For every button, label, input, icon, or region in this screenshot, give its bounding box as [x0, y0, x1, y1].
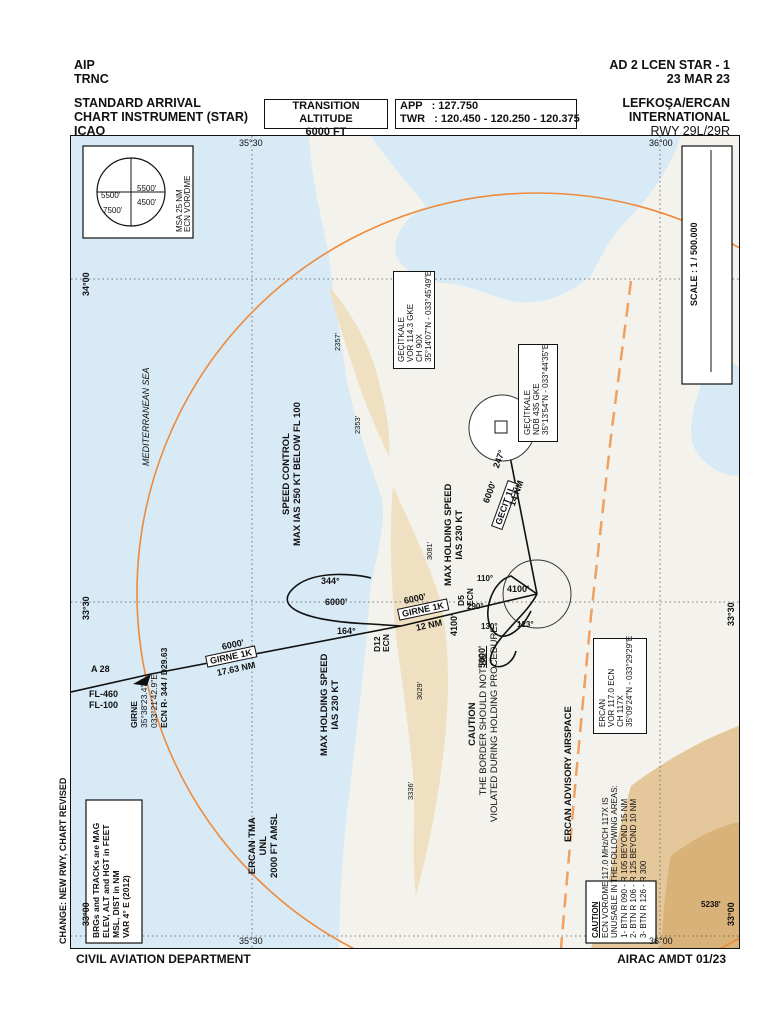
lat-33-label: 33°00 — [81, 902, 91, 926]
lon-36-label: 36°00 — [649, 138, 673, 148]
gecitkale-vor-box: GEÇİTKALE VOR 114.3 GKE CH 90X 35°14'07"… — [393, 271, 435, 369]
msa-label2: ECN VOR/DME — [183, 175, 192, 232]
lat-33-label-right: 33°00 — [726, 902, 736, 926]
caution-box-frame — [585, 880, 657, 944]
ercan-vor-name: ERCAN — [598, 698, 607, 727]
girne-fix-triangle — [133, 674, 151, 686]
gecitkale-vor-coords: 35°14'07"N - 033°45'49"E — [424, 270, 433, 362]
gecitkale-ndb-freq: NDB 435 GKE — [532, 383, 541, 435]
lat-3330-label: 33°30 — [81, 596, 91, 620]
fl-upper: FL-460 — [89, 689, 119, 699]
hold-alt-3: 4100' — [449, 613, 459, 636]
gecitkale-ndb-name: GEÇİTKALE — [523, 390, 532, 435]
gecitkale-vor-freq: VOR 114.3 GKE — [406, 303, 415, 362]
msa-diagram — [82, 145, 194, 239]
brg-123: 123° — [517, 620, 534, 629]
ercan-vor-freq: VOR 117.0 ECN — [607, 668, 616, 727]
spot-3029: 3029' — [415, 681, 424, 700]
scale-title: SCALE : 1 / 500.000 — [689, 222, 699, 306]
frequency-box: APP : 127.750 TWR : 120.450 - 120.250 - … — [395, 99, 580, 129]
hold-alt-2: 4100' — [507, 584, 530, 594]
ercan-tma: ERCAN TMA UNL 2000 FT AMSL — [247, 813, 280, 878]
notes-box-frame — [85, 799, 143, 944]
star-chart: 34°00 33°30 33°00 33°30 33°00 35°30 36°0… — [70, 135, 740, 949]
footer-right: AIRAC AMDT 01/23 — [617, 952, 726, 966]
brg-164: 164° — [337, 626, 356, 636]
msa-alt-ne: 5500' — [137, 184, 157, 193]
lon-3530-label: 35°30 — [239, 138, 263, 148]
sea-north — [371, 136, 681, 303]
girne-info: GIRNE 35°38'23.4"N 033°21'42.9"E ECN R- … — [129, 647, 169, 728]
caution-border: CAUTION THE BORDER SHOULD NOT BE VIOLATE… — [467, 626, 500, 822]
border-line — [559, 280, 633, 948]
brg-130: 130° — [481, 622, 498, 631]
gecitkale-vor-name: GEÇİTKALE — [397, 317, 406, 362]
max-holding-speed-2: MAX HOLDING SPEED IAS 230 KT — [319, 653, 341, 756]
sea-west — [71, 136, 384, 948]
terrain-ridge-south — [390, 486, 448, 896]
brg-290: 290° — [467, 602, 484, 611]
lon-36-label-bottom: 36°00 — [649, 936, 673, 946]
spot-3336: 3336' — [406, 781, 415, 800]
brg-344: 344° — [321, 576, 340, 586]
brg-110: 110° — [477, 574, 494, 583]
caution-box: CAUTION ECN VOR/DME 117.0 MHz/CH 117X IS… — [591, 785, 648, 938]
msa-alt-sw: 7500' — [103, 206, 123, 215]
max-holding-speed-1: MAX HOLDING SPEED IAS 230 KT — [443, 483, 465, 586]
ercan-vor-box: ERCAN VOR 117.0 ECN CH 117X 35°09'24"N -… — [593, 635, 647, 734]
hold-alt-1: 6000' — [325, 597, 348, 607]
ercan-vor-ch: CH 117X — [616, 695, 625, 727]
spot-3081: 3081' — [425, 541, 434, 560]
spot-2357: 2357' — [333, 332, 342, 351]
spot-2353: 2353' — [353, 415, 362, 434]
chart-type: STANDARD ARRIVAL CHART INSTRUMENT (STAR)… — [74, 96, 249, 138]
lat-3330-label-right: 33°30 — [726, 602, 736, 626]
notes-box: BRGs and TRACKs are MAG ELEV, ALT and HG… — [91, 822, 131, 938]
footer-left: CIVIL AVIATION DEPARTMENT — [76, 952, 251, 966]
sea-label: MEDITERRANEAN SEA — [141, 367, 151, 466]
spot-5238: 5238' — [701, 900, 721, 909]
speed-control: SPEED CONTROL MAX IAS 250 KT BELOW FL 10… — [281, 402, 303, 546]
msa-alt-se: 4500' — [137, 198, 157, 207]
ercan-vor-coords: 35°09'24"N - 033°29'29"E — [625, 635, 634, 727]
advisory-airspace: ERCAN ADVISORY AIRSPACE — [563, 706, 574, 842]
lon-3530-label-bottom: 35°30 — [239, 936, 263, 946]
terrain-ridge-north — [329, 286, 390, 456]
gecitkale-vor-ch: CH 90X — [415, 333, 424, 362]
gecitkale-ndb-box: GEÇİTKALE NDB 435 GKE 35°13'54"N - 033°4… — [518, 344, 558, 442]
ercan-vor-rose — [502, 559, 572, 629]
terrain-highland-inner — [661, 822, 739, 948]
fl-lower: FL-100 — [89, 700, 119, 710]
msa-alt-nw: 5500' — [101, 191, 121, 200]
change-note: CHANGE: NEW RWY, CHART REVISED — [58, 777, 68, 944]
airport-name: LEFKOŞA/ERCAN INTERNATIONAL RWY 29L/29R — [622, 96, 730, 138]
transition-altitude-box: TRANSITION ALTITUDE 6000 FT — [264, 99, 388, 138]
gecitkale-ndb-coords: 35°13'54"N - 033°44'35"E — [541, 343, 550, 435]
lat-34-label: 34°00 — [81, 272, 91, 296]
scale-box — [681, 145, 733, 385]
airway-label: A 28 — [91, 664, 110, 674]
tma-circle — [136, 192, 739, 948]
